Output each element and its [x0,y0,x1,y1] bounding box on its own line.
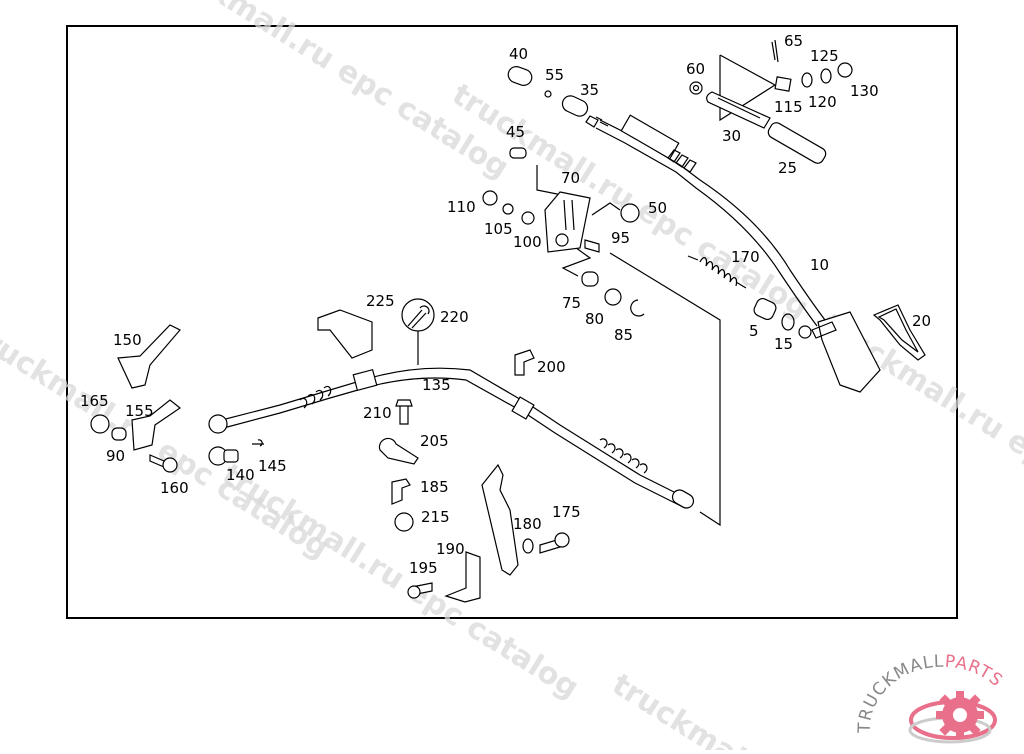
label-40: 40 [509,45,528,63]
truckmall-parts-logo[interactable]: TRUCKMALLPARTS [855,645,1024,750]
label-150: 150 [113,331,142,349]
logo-text-truckmall: TRUCKMALL [855,652,945,735]
upper-right-parts [689,39,853,164]
label-35: 35 [580,81,599,99]
label-220: 220 [440,308,469,326]
angle-bracket-190 [407,551,481,603]
leader-lines [417,54,776,527]
label-140: 140 [226,466,255,484]
label-5: 5 [749,322,759,340]
middle-bracket-parts [482,147,645,317]
cable-assembly-10 [585,114,826,327]
upper-left-small-parts [507,66,609,127]
left-parts [90,324,264,473]
label-200: 200 [537,358,566,376]
label-20: 20 [912,312,931,330]
label-25: 25 [778,159,797,177]
label-65: 65 [784,32,803,50]
gasket-20 [872,304,926,361]
label-45: 45 [506,123,525,141]
label-215: 215 [421,508,450,526]
cable-135 [208,367,695,509]
label-190: 190 [436,540,465,558]
label-225: 225 [366,292,395,310]
label-145: 145 [258,457,287,475]
label-195: 195 [409,559,438,577]
label-50: 50 [648,199,667,217]
label-90: 90 [106,447,125,465]
logo-text-parts: PARTS [944,652,1006,692]
label-115: 115 [774,98,803,116]
label-60: 60 [686,60,705,78]
label-160: 160 [160,479,189,497]
label-95: 95 [611,229,630,247]
label-30: 30 [722,127,741,145]
label-70: 70 [561,169,580,187]
label-135: 135 [422,376,451,394]
label-130: 130 [850,82,879,100]
lower-bracket-parts [481,463,570,576]
label-185: 185 [420,478,449,496]
label-85: 85 [614,326,633,344]
label-155: 155 [125,402,154,420]
label-15: 15 [774,335,793,353]
label-205: 205 [420,432,449,450]
label-100: 100 [513,233,542,251]
label-120: 120 [808,93,837,111]
spring-170 [687,255,747,289]
wrench-icon-220 [401,298,435,332]
bushing-5 [753,297,777,321]
label-125: 125 [810,47,839,65]
diagram-frame [66,25,958,619]
label-55: 55 [545,66,564,84]
part-labels: 40 55 35 45 65 125 60 130 115 120 30 25 … [80,32,931,577]
label-165: 165 [80,392,109,410]
label-110: 110 [447,198,476,216]
label-10: 10 [810,256,829,274]
gear-icon [908,691,997,744]
svg-text:TRUCKMALLPARTS: TRUCKMALLPARTS [855,652,1006,735]
label-105: 105 [484,220,513,238]
bracket-225 [317,309,373,359]
label-75: 75 [562,294,581,312]
label-170: 170 [731,248,760,266]
clip-200 [514,349,535,376]
label-175: 175 [552,503,581,521]
label-210: 210 [363,404,392,422]
actuator-housing [798,311,881,393]
label-80: 80 [585,310,604,328]
washer-15 [781,313,795,331]
label-180: 180 [513,515,542,533]
small-hardware [378,399,419,532]
